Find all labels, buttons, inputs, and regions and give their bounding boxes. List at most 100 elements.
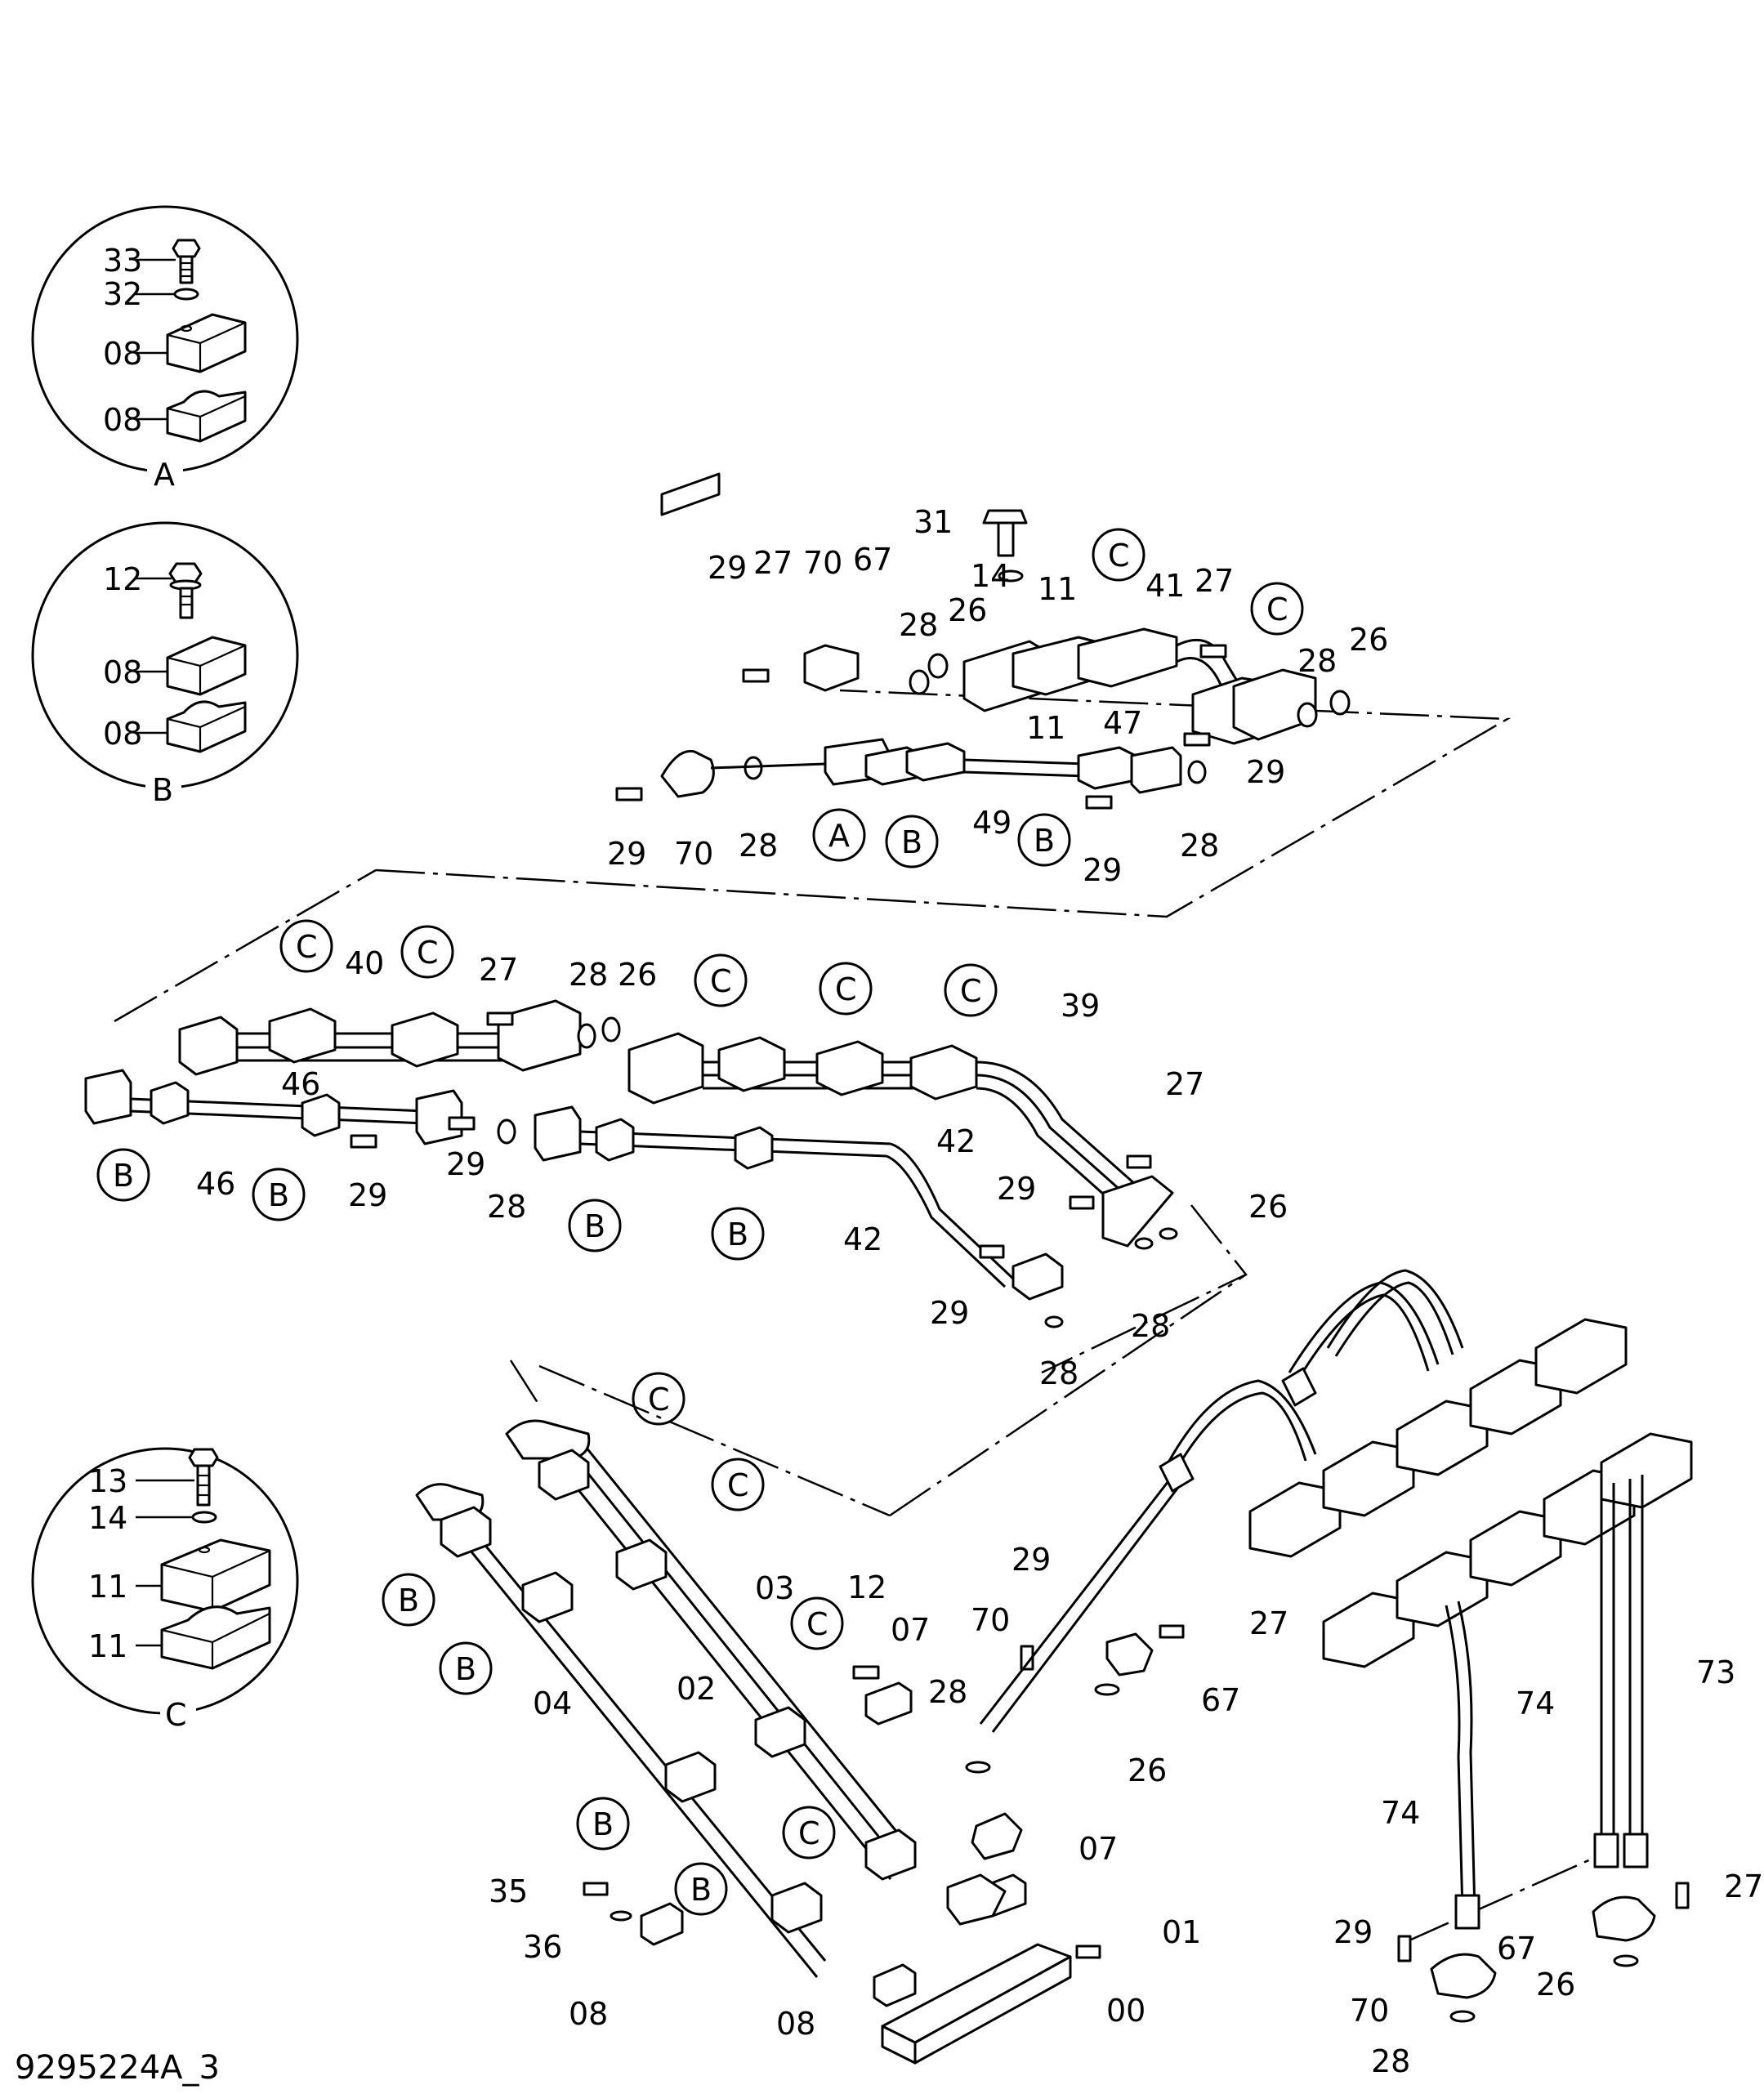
callout: 26 [1248, 1189, 1288, 1225]
assembly-bottom: C C C C B B B B 03 12 07 29 70 27 02 28 … [382, 1273, 1288, 2065]
ref-circle [576, 1797, 630, 1851]
ref-letter: C [1266, 592, 1288, 627]
clamp-half-lower-icon [166, 390, 247, 443]
ref-circle [944, 963, 998, 1017]
callout: 26 [1536, 1967, 1575, 2002]
callout: 46 [281, 1066, 320, 1102]
callout: 29 [997, 1171, 1036, 1207]
ref-letter: B [113, 1158, 134, 1194]
callout: 29 [348, 1177, 387, 1213]
callout: 08 [103, 402, 142, 438]
callout: 41 [1145, 568, 1185, 604]
callout: 28 [569, 957, 608, 993]
ref-letter: B [455, 1651, 476, 1687]
callout: 29 [607, 836, 646, 872]
callout: 49 [972, 805, 1012, 841]
callout: 12 [103, 561, 142, 597]
callout: 28 [928, 1674, 967, 1710]
ref-letter: B [584, 1208, 605, 1244]
callout: 28 [1180, 828, 1219, 864]
callout: 29 [1333, 1914, 1373, 1950]
ref-circle [252, 1168, 306, 1221]
callout: 74 [1516, 1685, 1555, 1721]
ref-circle [711, 1458, 765, 1511]
drawing-id: 9295224A_3 [15, 2049, 220, 2087]
detail-letter: B [152, 772, 173, 808]
ref-letter: B [268, 1177, 289, 1213]
washer-icon [173, 288, 199, 301]
detail-letter: C [165, 1697, 187, 1733]
ref-circle [674, 1862, 728, 1916]
callout: 39 [1061, 988, 1100, 1024]
ref-circle [885, 815, 939, 868]
callout: 70 [803, 545, 842, 581]
callout: 27 [1195, 563, 1234, 599]
callout: 27 [1724, 1869, 1763, 1904]
ref-letter: B [901, 824, 922, 860]
ref-letter: B [398, 1583, 419, 1618]
clamp-half-upper-icon [160, 1538, 271, 1613]
ref-circle [1092, 528, 1145, 582]
callout: 26 [1349, 622, 1388, 658]
callout: 28 [739, 828, 778, 864]
callout: 27 [1249, 1605, 1288, 1641]
callout: 14 [971, 558, 1010, 594]
callout: 11 [88, 1569, 127, 1605]
callout: 47 [1103, 705, 1142, 741]
callout: 29 [446, 1146, 485, 1182]
callout: 28 [487, 1189, 526, 1225]
ref-letter: B [690, 1872, 712, 1908]
ref-circle [632, 1372, 686, 1426]
hose-assembly: 73 74 74 27 29 67 70 26 28 [979, 1269, 1763, 2079]
ref-letter: B [727, 1217, 748, 1252]
ref-letter: B [592, 1806, 614, 1842]
callout: 03 [755, 1570, 794, 1606]
ref-letter: C [798, 1815, 820, 1851]
ref-circle [382, 1573, 435, 1627]
callout: 74 [1381, 1795, 1420, 1831]
ref-letter: C [806, 1606, 828, 1642]
ref-letter: C [835, 971, 857, 1007]
callout: 46 [196, 1166, 235, 1202]
clamp-half-upper-icon [166, 636, 247, 696]
callout: 70 [1350, 1993, 1389, 2029]
callout: 26 [948, 592, 987, 628]
callout: 42 [936, 1123, 976, 1159]
callout: 28 [899, 607, 938, 643]
callout: 08 [103, 336, 142, 372]
callout: 32 [103, 276, 142, 312]
callout: 29 [1012, 1542, 1051, 1578]
clamp-half-lower-icon [160, 1605, 271, 1670]
callout: 13 [88, 1463, 127, 1499]
detail-b: 12 08 08 B [31, 521, 299, 808]
callout: 07 [1078, 1831, 1118, 1867]
ref-letter: C [960, 973, 982, 1009]
callout: 14 [88, 1500, 127, 1536]
ref-letter: B [1034, 823, 1055, 859]
callout: 29 [930, 1295, 969, 1331]
callout: 70 [674, 836, 713, 872]
callout: 29 [1246, 754, 1285, 790]
clamp-half-lower-icon [166, 700, 247, 753]
ref-circle [782, 1806, 836, 1860]
washer-icon [191, 1511, 217, 1524]
ref-circle [1017, 813, 1071, 867]
callout: 07 [891, 1612, 930, 1648]
callout: 02 [677, 1671, 716, 1707]
callout: 29 [708, 550, 747, 586]
ref-letter: C [417, 935, 439, 971]
ref-circle [568, 1199, 622, 1252]
callout: 27 [753, 545, 793, 581]
ref-letter: C [727, 1467, 749, 1503]
callout: 00 [1106, 1993, 1145, 2029]
callout: 67 [853, 542, 892, 578]
ref-circle [694, 953, 748, 1007]
ref-letter: C [710, 963, 732, 999]
ref-circle [812, 808, 866, 862]
callout: 33 [103, 243, 142, 279]
bolt-icon [172, 239, 201, 284]
clamp-half-upper-icon [166, 313, 247, 373]
callout: 01 [1162, 1914, 1201, 1950]
callout: 67 [1201, 1682, 1240, 1718]
